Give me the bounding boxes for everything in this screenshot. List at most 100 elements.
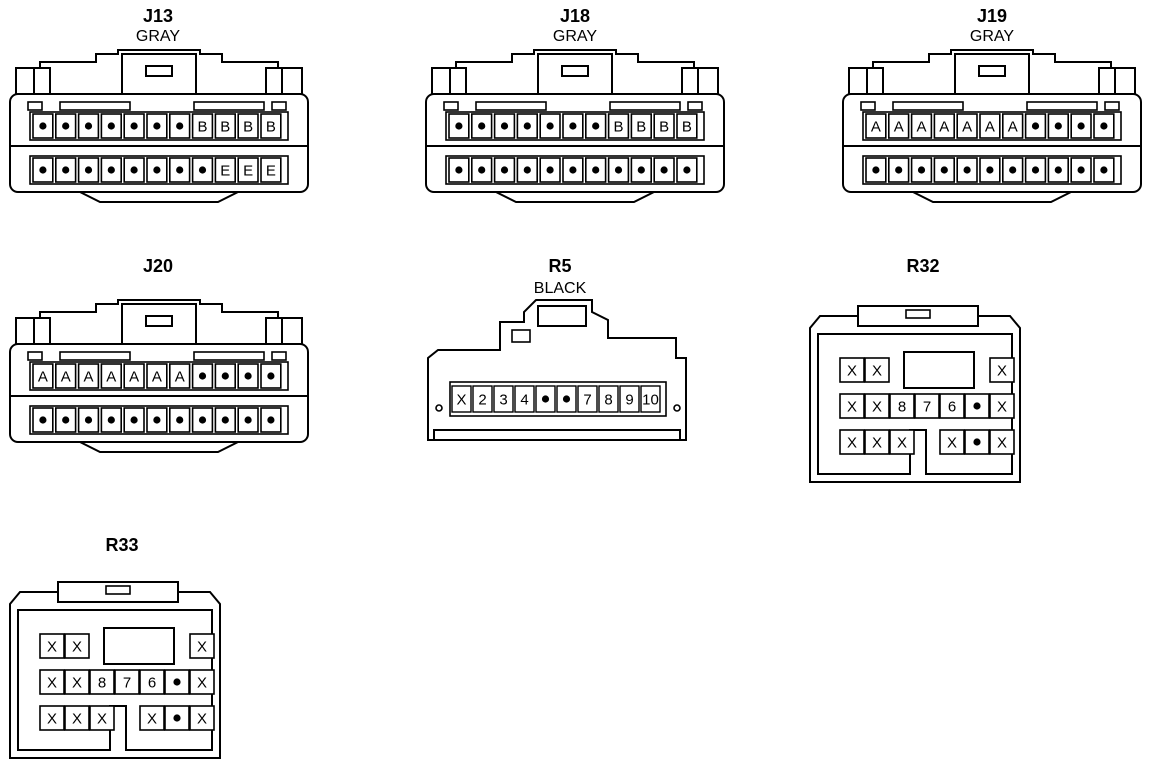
pin-cell: 8 xyxy=(89,669,115,695)
pin-cell: E xyxy=(237,157,259,183)
pin-cell xyxy=(956,157,978,183)
pin-cell xyxy=(448,157,470,183)
pin-box xyxy=(864,393,890,419)
pin-dot-icon xyxy=(683,166,691,174)
pin-label: X xyxy=(47,675,57,692)
pin-box xyxy=(189,669,215,695)
pin-cell: 2 xyxy=(472,385,493,413)
pin-box xyxy=(472,385,493,413)
pin-box xyxy=(189,633,215,659)
pin-cell: A xyxy=(123,363,145,389)
pin-dot-icon xyxy=(244,372,252,380)
latch-tab xyxy=(561,65,589,77)
pin-label: X xyxy=(197,675,207,692)
pin-dot-icon xyxy=(569,166,577,174)
mount-hole-left xyxy=(435,404,443,412)
latch-frame xyxy=(954,53,1030,95)
pin-label: A xyxy=(962,119,972,136)
rib-tab xyxy=(193,351,265,361)
pin-box xyxy=(979,113,1001,139)
pin-cell xyxy=(237,407,259,433)
pin-label: E xyxy=(243,163,253,180)
pin-label: X xyxy=(456,392,466,409)
pin-box xyxy=(64,669,90,695)
pin-dot-icon xyxy=(1054,122,1062,130)
connector-body xyxy=(9,93,309,193)
pin-box xyxy=(914,393,940,419)
pin-label: X xyxy=(872,435,882,452)
pin-dot-icon xyxy=(62,122,70,130)
pin-cell xyxy=(146,157,168,183)
pin-dot-icon xyxy=(546,166,554,174)
pin-label: A xyxy=(985,119,995,136)
pin-box xyxy=(32,363,54,389)
pin-label: A xyxy=(83,369,93,386)
pin-dot-icon xyxy=(500,166,509,174)
pin-label: B xyxy=(613,119,623,136)
pin-cell: X xyxy=(451,385,472,413)
pin-label: 8 xyxy=(604,392,612,409)
latch-frame xyxy=(121,303,197,345)
pin-label: X xyxy=(47,711,57,728)
pin-cell xyxy=(1002,157,1024,183)
pin-label: B xyxy=(682,119,692,136)
pin-cell xyxy=(260,363,282,389)
pin-label: 3 xyxy=(499,392,507,409)
pin-label: 6 xyxy=(148,675,156,692)
pin-cell xyxy=(539,113,561,139)
pin-cell: 7 xyxy=(114,669,140,695)
pin-cell xyxy=(123,157,145,183)
pin-dot-icon xyxy=(637,166,645,174)
latch-tab xyxy=(145,65,173,77)
pin-label: A xyxy=(939,119,949,136)
pin-cell: X xyxy=(989,393,1015,419)
pin-dot-icon xyxy=(614,166,623,174)
pin-dot-icon xyxy=(455,166,463,174)
pin-dot-icon xyxy=(153,122,161,130)
pin-dot-icon xyxy=(500,122,509,130)
connector-color-r5: BLACK xyxy=(534,280,587,297)
pin-cell xyxy=(562,157,584,183)
rib-tab xyxy=(475,101,547,111)
pin-box xyxy=(260,113,282,139)
pin-label: 4 xyxy=(520,392,528,409)
pin-dot-icon xyxy=(107,416,115,424)
pin-dot-icon xyxy=(569,122,577,130)
pin-cell xyxy=(1093,157,1115,183)
pin-box xyxy=(577,385,598,413)
pin-dot-icon xyxy=(523,122,531,130)
pin-cell: B xyxy=(653,113,675,139)
pin-cell: X xyxy=(64,705,90,731)
pin-label: X xyxy=(847,399,857,416)
pin-cell: B xyxy=(260,113,282,139)
rib-tab xyxy=(27,101,43,111)
pin-cell: X xyxy=(189,705,215,731)
pin-dot-icon xyxy=(546,122,554,130)
pin-box xyxy=(451,385,472,413)
pin-cell xyxy=(146,407,168,433)
pin-row-frame xyxy=(29,111,289,141)
pin-box xyxy=(889,429,915,455)
pin-dot-icon xyxy=(153,416,161,424)
pin-cell: 6 xyxy=(139,669,165,695)
pin-dot-icon xyxy=(130,166,138,174)
pin-cell: B xyxy=(214,113,236,139)
pin-cell xyxy=(585,113,607,139)
pin-box xyxy=(676,113,698,139)
pin-dot-icon xyxy=(221,372,229,380)
pin-dot-icon xyxy=(176,166,184,174)
pin-box xyxy=(139,705,165,731)
pin-label: X xyxy=(197,639,207,656)
pin-cell xyxy=(191,363,214,389)
pin-cell xyxy=(607,157,630,183)
pin-cell xyxy=(630,157,652,183)
pin-box xyxy=(607,113,630,139)
pin-box xyxy=(630,113,652,139)
pin-label: B xyxy=(266,119,276,136)
pin-cell xyxy=(1070,113,1092,139)
rib-tab xyxy=(609,101,681,111)
